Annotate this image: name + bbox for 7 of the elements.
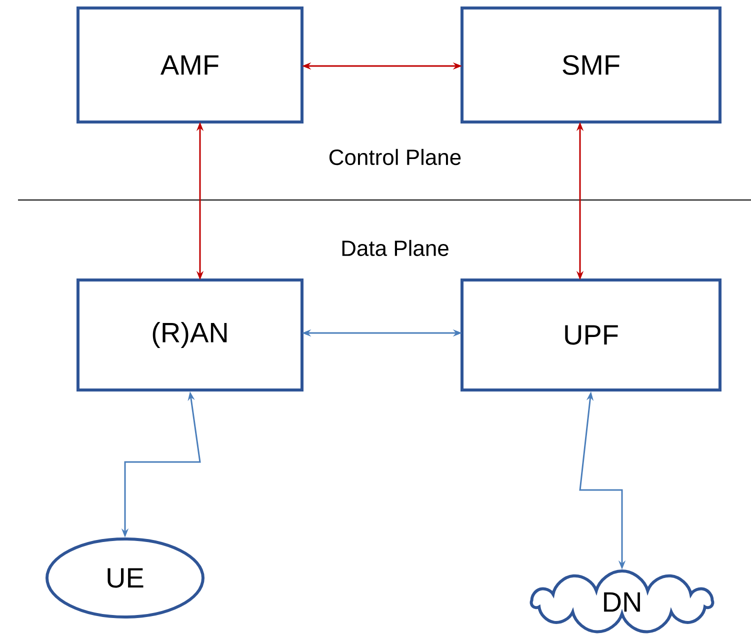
function-box: SMF [460,6,722,124]
network-cloud: DN [530,570,714,634]
plane-label: Control Plane [329,148,461,166]
function-box: (R)AN [76,278,304,392]
plane-label: Data Plane [342,240,448,256]
function-box: AMF [76,6,304,124]
function-box: UPF [460,278,722,392]
